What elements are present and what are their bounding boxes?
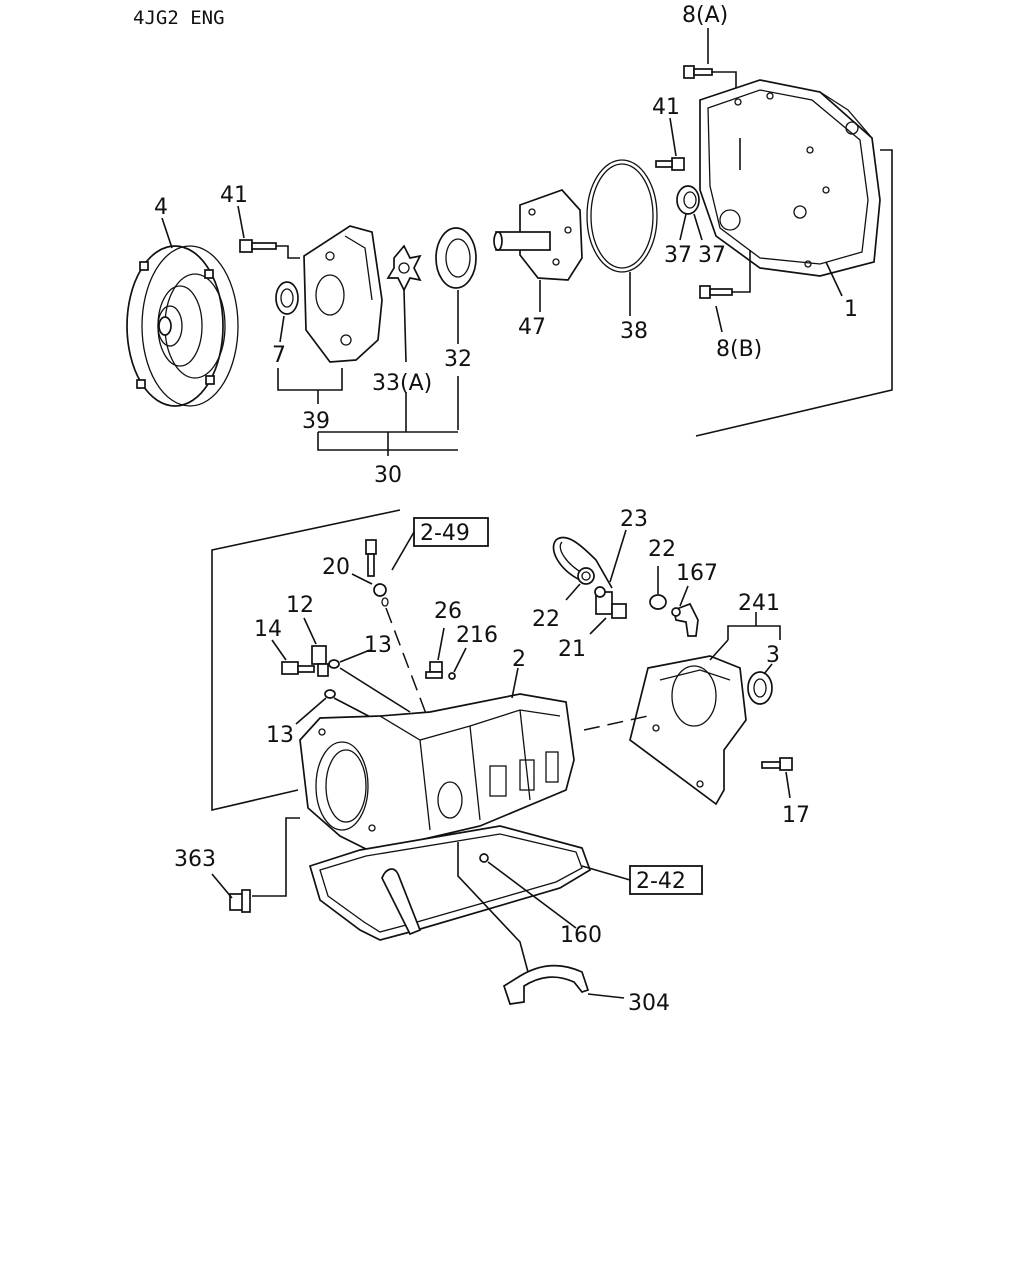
extension-housing [629,655,747,806]
clip-363 [229,889,251,913]
sensor-14 [281,661,315,675]
callout-41-left: 41 [220,183,248,208]
callout-13-upper: 13 [364,633,392,658]
o-ring-13-upper [328,659,340,669]
callout-37-a: 37 [664,243,692,268]
callout-23: 23 [620,507,648,532]
callout-1: 1 [844,297,858,322]
callout-38: 38 [620,319,648,344]
bolt-41-left [239,239,277,253]
oil-pump-body [303,225,383,363]
seal-37 [676,185,700,215]
callout-47: 47 [518,315,546,340]
converter-housing [699,79,881,277]
reference-2-49-label: 2-49 [420,521,470,546]
oil-seal-7 [275,281,299,315]
callout-7: 7 [272,343,286,368]
bracket-304 [502,964,590,1005]
callout-4: 4 [154,195,168,220]
callout-216: 216 [456,623,498,648]
callout-160: 160 [560,923,602,948]
callout-32: 32 [444,347,472,372]
pump-drive-gear-33a [386,244,422,292]
callout-2: 2 [512,647,526,672]
oil-pan [308,825,592,941]
pump-cover-47 [493,189,583,281]
callout-363: 363 [174,847,216,872]
torque-converter [126,245,239,407]
pump-driven-gear-32 [435,227,477,289]
o-ring-38 [586,159,658,273]
callout-13-lower: 13 [266,723,294,748]
oil-seal-3 [747,671,773,705]
callout-304: 304 [628,991,670,1016]
callout-30: 30 [374,463,402,488]
reference-2-42-label: 2-42 [636,869,686,894]
callout-33a: 33(A) [372,371,432,396]
speed-sensor-12 [311,645,329,677]
reference-2-49[interactable] [413,517,489,547]
connector-21 [594,586,627,619]
plug-26 [425,661,443,679]
magnet-160 [479,853,489,863]
callout-167: 167 [676,561,718,586]
callout-41-right: 41 [652,95,680,120]
callout-12: 12 [286,593,314,618]
callout-37-b: 37 [698,243,726,268]
callout-8a: 8(A) [682,3,728,28]
bolt-8b [699,285,733,299]
callout-3: 3 [766,643,780,668]
elbow-167 [671,602,699,637]
o-ring-13-lower [324,689,336,699]
washer-216 [448,672,456,680]
callout-8b: 8(B) [716,337,762,362]
callout-22-left: 22 [532,607,560,632]
callout-241: 241 [738,591,780,616]
bolt-17 [761,757,793,771]
engine-code-header: 4JG2 ENG [133,7,225,29]
clamp-22-right [649,594,667,610]
callout-26: 26 [434,599,462,624]
bolt-41-right [655,157,685,171]
callout-17: 17 [782,803,810,828]
callout-21: 21 [558,637,586,662]
callout-14: 14 [254,617,282,642]
callout-22-right: 22 [648,537,676,562]
hose-23 [552,536,613,589]
callout-20: 20 [322,555,350,580]
callout-39: 39 [302,409,330,434]
bolt-8a [683,65,713,79]
transmission-case [299,693,575,857]
clamp-22-left [577,567,595,585]
reference-2-42[interactable] [629,865,703,895]
breather-20 [365,539,389,607]
